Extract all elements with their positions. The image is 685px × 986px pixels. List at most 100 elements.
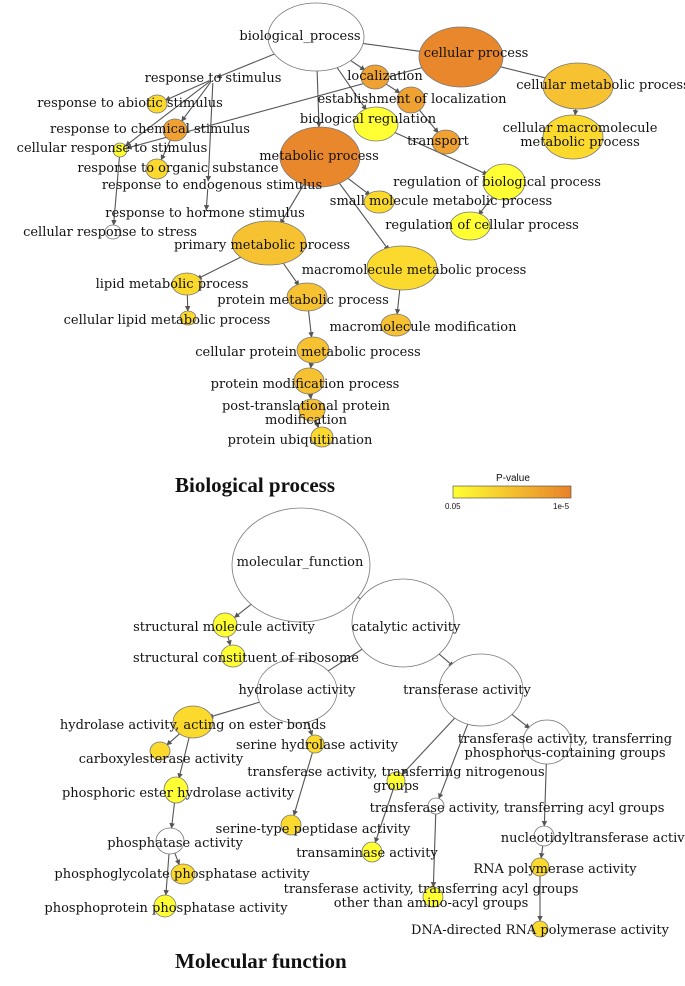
bp-edge-post_translational_protein_modification-to-protein_ubiquitination [314, 420, 320, 429]
mf-node-transferase_activity [438, 653, 524, 727]
mf-node-transferase_activity_transferring_acyl_groups [427, 797, 445, 815]
mf-edge-phosphoric_ester_hydrolase_activity-to-phosphatase_activity [169, 801, 176, 829]
mf-node-hydrolase_activity [256, 658, 338, 724]
bp-edge-protein_metabolic_process-to-cellular_protein_metabolic_process [308, 310, 314, 338]
bp-label-cellular_response_to_stimulus: cellular response to stimulus [17, 141, 208, 156]
bp-edge-protein_modification_process-to-post_translational_protein_modification [307, 393, 314, 400]
bp-label-response_to_endogenous_stimulus: response to endogenous stimulus [102, 178, 322, 193]
mf-label-phosphoric_ester_hydrolase_activity: phosphoric ester hydrolase activity [62, 786, 295, 801]
bp-edge-response_to_stimulus-to-cellular_response_to_stimulus [125, 80, 211, 147]
bp-label-protein_metabolic_process: protein metabolic process [217, 293, 389, 308]
bp-label-response_to_stimulus: response to stimulus [145, 71, 282, 86]
bp-label-small_molecule_metabolic_process: small molecule metabolic process [330, 194, 552, 209]
bp-edge-cellular_protein_metabolic_process-to-protein_modification_process [308, 362, 315, 369]
bp-node-cellular_response_to_stress [104, 224, 122, 240]
bp-edge-response_to_stimulus-to-response_to_abiotic_stimulus [164, 80, 210, 101]
mf-edge-transferase_activity_transferring_acyl_groups-to-transferase_activity_acyl_other_than_amino_acyl [430, 813, 437, 888]
mf-node-transferase_activity_acyl_other_than_amino_acyl [422, 886, 444, 908]
mf-edge-serine_hydrolase_activity-to-serine_type_peptidase_activity [292, 752, 313, 816]
mf-node-transferase_activity_transferring_phosphorus [522, 719, 572, 765]
bp-label-cellular_lipid_metabolic_process: cellular lipid metabolic process [64, 313, 271, 328]
mf-label-hydrolase_activity: hydrolase activity [239, 683, 357, 698]
mf-node-hydrolase_activity_acting_on_ester_bonds [172, 705, 214, 739]
bp-label-primary_metabolic_process: primary metabolic process [174, 238, 350, 253]
mf-edge-catalytic_activity-to-hydrolase_activity [323, 646, 367, 675]
mf-node-nucleotidyltransferase_activity [533, 825, 555, 847]
bp-edge-primary_metabolic_process-to-protein_metabolic_process [281, 260, 300, 287]
bp-node-response_to_abiotic_stimulus [146, 94, 168, 114]
mf-edge-transferase_activity-to-transferase_activity_transferring_acyl_groups [438, 723, 469, 800]
mf-edge-transferase_activity-to-transferase_activity_transferring_phosphorus [508, 711, 531, 729]
bp-node-protein_ubiquitination [310, 426, 334, 448]
bp-label-biological_process: biological_process [239, 29, 360, 44]
bp-label-establishment_of_localization: establishment of localization [317, 92, 507, 107]
mf-edge-transferase_activity_transferring_nitrogenous_groups-to-transaminase_activity [374, 789, 394, 844]
bp-edge-metabolic_process-to-primary_metabolic_process [279, 182, 306, 225]
mf-edge-hydrolase_activity_acting_on_ester_bonds-to-phosphoric_ester_hydrolase_activity [177, 737, 190, 779]
mf-edge-hydrolase_activity-to-serine_hydrolase_activity [306, 721, 314, 736]
bp-node-metabolic_process [279, 126, 361, 188]
bp-edge-response_to_chemical_stimulus-to-response_to_organic_substance [160, 139, 171, 161]
bp-node-establishment_of_localization [396, 86, 426, 114]
bp-node-response_to_organic_substance [145, 158, 169, 180]
bp-edge-response_to_stimulus-to-response_to_endogenous_stimulus [205, 82, 214, 182]
mf-edge-layer [163, 592, 548, 922]
mf-node-phosphoglycolate_phosphatase_activity [170, 863, 196, 885]
mf-edge-structural_molecule_activity-to-structural_constituent_of_ribosome [226, 636, 232, 646]
bp-node-regulation_of_cellular_process [449, 211, 491, 241]
mf-edge-hydrolase_activity_acting_on_ester_bonds-to-carboxylesterase_activity [166, 732, 182, 746]
mf-label-hydrolase_activity_acting_on_ester_bonds: hydrolase activity, acting on ester bond… [60, 718, 326, 733]
mf-label-nucleotidyltransferase_activity: nucleotidyltransferase activity [501, 831, 685, 846]
mf-section-title: Molecular function [175, 949, 347, 973]
bp-edge-cellular_metabolic_process-to-cellular_macromolecule_metabolic_process [572, 108, 579, 116]
mf-label-transferase_activity_acyl_other_than_amino_acyl: transferase activity, transferring acyl … [284, 882, 579, 911]
bp-node-cellular_process [418, 26, 504, 88]
mf-node-rna_polymerase_activity [530, 857, 550, 877]
bp-node-lipid_metabolic_process [171, 272, 203, 296]
bp-node-primary_metabolic_process [231, 220, 307, 266]
bp-label-response_to_abiotic_stimulus: response to abiotic stimulus [37, 96, 223, 111]
bp-node-localization [360, 64, 390, 90]
mf-edge-hydrolase_activity-to-hydrolase_activity_acting_on_ester_bonds [207, 699, 267, 719]
mf-label-phosphatase_activity: phosphatase activity [107, 836, 243, 851]
bp-label-response_to_organic_substance: response to organic substance [77, 161, 279, 176]
bp-node-biological_process [267, 2, 365, 72]
bp-node-response_to_chemical_stimulus [162, 118, 188, 142]
bp-node-regulation_of_biological_process [482, 163, 526, 201]
mf-label-transferase_activity_transferring_acyl_groups: transferase activity, transferring acyl … [370, 801, 665, 816]
bp-node-post_translational_protein_modification [298, 398, 326, 422]
mf-label-phosphoprotein_phosphatase_activity: phosphoprotein phosphatase activity [44, 901, 288, 916]
mf-label-phosphoglycolate_phosphatase_activity: phosphoglycolate phosphatase activity [54, 867, 310, 882]
mf-label-transferase_activity_transferring_nitrogenous_groups: transferase activity, transferring nitro… [247, 765, 544, 794]
bp-label-transport: transport [407, 134, 470, 149]
mf-label-rna_polymerase_activity: RNA polymerase activity [473, 862, 637, 877]
bp-edge-regulation_of_biological_process-to-regulation_of_cellular_process [478, 195, 494, 216]
bp-edge-localization-to-establishment_of_localization [384, 82, 401, 94]
bp-edge-response_to_stimulus-to-response_to_chemical_stimulus [181, 81, 212, 122]
bp-label-macromolecule_modification: macromolecule modification [330, 320, 518, 335]
bp-edge-macromolecule_metabolic_process-to-macromolecule_modification [394, 289, 401, 315]
bp-node-cellular_response_to_stimulus [112, 142, 128, 158]
bp-node-layer [104, 2, 614, 448]
bp-label-cellular_metabolic_process: cellular metabolic process [516, 78, 685, 93]
bp-label-response_to_chemical_stimulus: response to chemical stimulus [50, 122, 250, 137]
bp-section-title: Biological process [175, 473, 335, 497]
mf-edge-phosphatase_activity-to-phosphoglycolate_phosphatase_activity [174, 852, 181, 866]
legend-max-label: 1e-5 [553, 502, 570, 511]
mf-label-transaminase_activity: transaminase activity [296, 846, 438, 861]
bp-node-transport [431, 129, 461, 155]
bp-label-response_to_hormone_stimulus: response to hormone stimulus [105, 206, 305, 221]
bp-node-biological_regulation [353, 106, 399, 142]
bp-label-metabolic_process: metabolic process [259, 149, 379, 164]
mf-edge-phosphatase_activity-to-phosphoprotein_phosphatase_activity [163, 853, 170, 896]
mf-node-catalytic_activity [351, 578, 455, 668]
bp-label-macromolecule_metabolic_process: macromolecule metabolic process [302, 263, 527, 278]
mf-node-phosphatase_activity [155, 827, 185, 855]
bp-label-lipid_metabolic_process: lipid metabolic process [96, 277, 249, 292]
mf-node-phosphoprotein_phosphatase_activity [153, 894, 177, 918]
mf-node-layer [149, 507, 572, 938]
